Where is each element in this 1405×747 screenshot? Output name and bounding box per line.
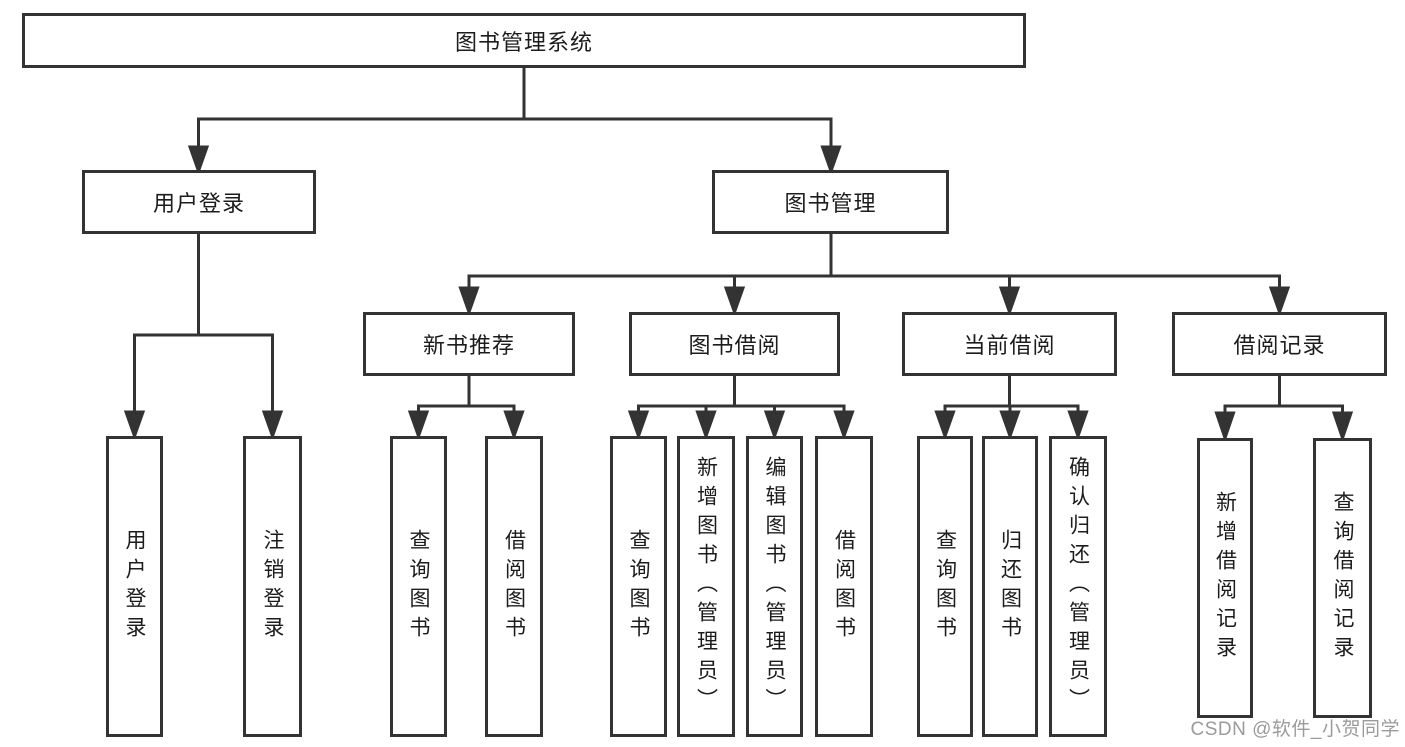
node-label: 用户登录 <box>123 528 146 645</box>
arrow-down-icon <box>458 286 480 317</box>
arrow-down-icon <box>627 410 650 441</box>
node-label: 新增借阅记录 <box>1213 491 1237 665</box>
arrow-down-icon <box>503 410 525 441</box>
node-label: 查询借阅记录 <box>1331 491 1354 665</box>
connector-new-book-recommend-split <box>407 376 525 441</box>
leaf-return-books: 归还图书 <box>982 436 1038 737</box>
node-new-book-recommend: 新书推荐 <box>363 312 575 376</box>
connector-current-borrowing-split <box>934 376 1089 441</box>
leaf-query-borrow-record: 查询借阅记录 <box>1313 438 1372 718</box>
node-label: 借阅图书 <box>832 528 856 645</box>
leaf-borrow-books-recommend: 借阅图书 <box>485 436 543 737</box>
leaf-confirm-return-admin: 确认归还（管理员） <box>1049 436 1107 737</box>
node-label: 用户登录 <box>152 191 245 216</box>
leaf-query-books-recommend: 查询图书 <box>390 436 447 737</box>
node-book-borrowing: 图书借阅 <box>629 312 840 376</box>
arrow-down-icon <box>407 410 430 441</box>
leaf-add-books-admin: 新增图书（管理员） <box>677 436 735 737</box>
node-borrowing-records: 借阅记录 <box>1172 312 1387 376</box>
leaf-borrow-books: 借阅图书 <box>815 436 873 737</box>
csdn-watermark: CSDN @软件_小贺同学 <box>1190 719 1400 740</box>
connector-book-borrowing-split <box>627 376 855 441</box>
arrow-down-icon <box>261 410 284 441</box>
node-label: 当前借阅 <box>963 333 1056 358</box>
node-label: 新增图书（管理员） <box>694 456 718 717</box>
arrow-down-icon <box>1214 411 1236 443</box>
leaf-user-login: 用户登录 <box>106 436 163 737</box>
arrow-down-icon <box>763 410 786 441</box>
node-book-management: 图书管理 <box>712 170 949 234</box>
arrow-down-icon <box>998 286 1021 317</box>
leaf-logout: 注销登录 <box>243 436 302 737</box>
connector-user-login-split <box>123 234 284 441</box>
node-label: 新书推荐 <box>422 333 515 358</box>
arrow-down-icon <box>934 410 956 441</box>
node-label: 归还图书 <box>998 528 1022 645</box>
arrow-down-icon <box>695 410 717 441</box>
connector-borrowing-records-split <box>1214 376 1354 443</box>
node-label: 确认归还（管理员） <box>1066 456 1090 717</box>
arrow-down-icon <box>123 410 146 441</box>
arrow-down-icon <box>1067 410 1089 441</box>
node-label: 查询图书 <box>407 528 430 645</box>
node-user-login: 用户登录 <box>82 170 316 234</box>
connector-root-split <box>187 68 842 176</box>
leaf-edit-books-admin: 编辑图书（管理员） <box>746 436 803 737</box>
node-label: 借阅记录 <box>1233 333 1326 358</box>
arrow-down-icon <box>723 286 746 317</box>
node-label: 查询图书 <box>933 528 957 645</box>
node-label: 注销登录 <box>261 528 284 645</box>
connector-book-management-split <box>458 234 1291 317</box>
arrow-down-icon <box>1268 286 1291 317</box>
node-label: 图书管理 <box>784 191 877 216</box>
arrow-down-icon <box>820 145 842 176</box>
arrow-down-icon <box>187 145 210 176</box>
node-label: 图书借阅 <box>688 333 781 358</box>
leaf-query-books-current: 查询图书 <box>917 436 973 737</box>
node-label: 编辑图书（管理员） <box>763 456 786 717</box>
node-label: 借阅图书 <box>502 528 526 645</box>
leaf-query-books-borrowing: 查询图书 <box>610 436 667 737</box>
arrow-down-icon <box>833 410 855 441</box>
leaf-add-borrow-record: 新增借阅记录 <box>1197 438 1253 718</box>
node-label: 查询图书 <box>627 528 650 645</box>
node-label: 图书管理系统 <box>454 29 593 55</box>
arrow-down-icon <box>1331 411 1354 443</box>
node-library-management-system: 图书管理系统 <box>22 13 1026 68</box>
arrow-down-icon <box>999 410 1021 441</box>
node-current-borrowing: 当前借阅 <box>902 312 1117 376</box>
